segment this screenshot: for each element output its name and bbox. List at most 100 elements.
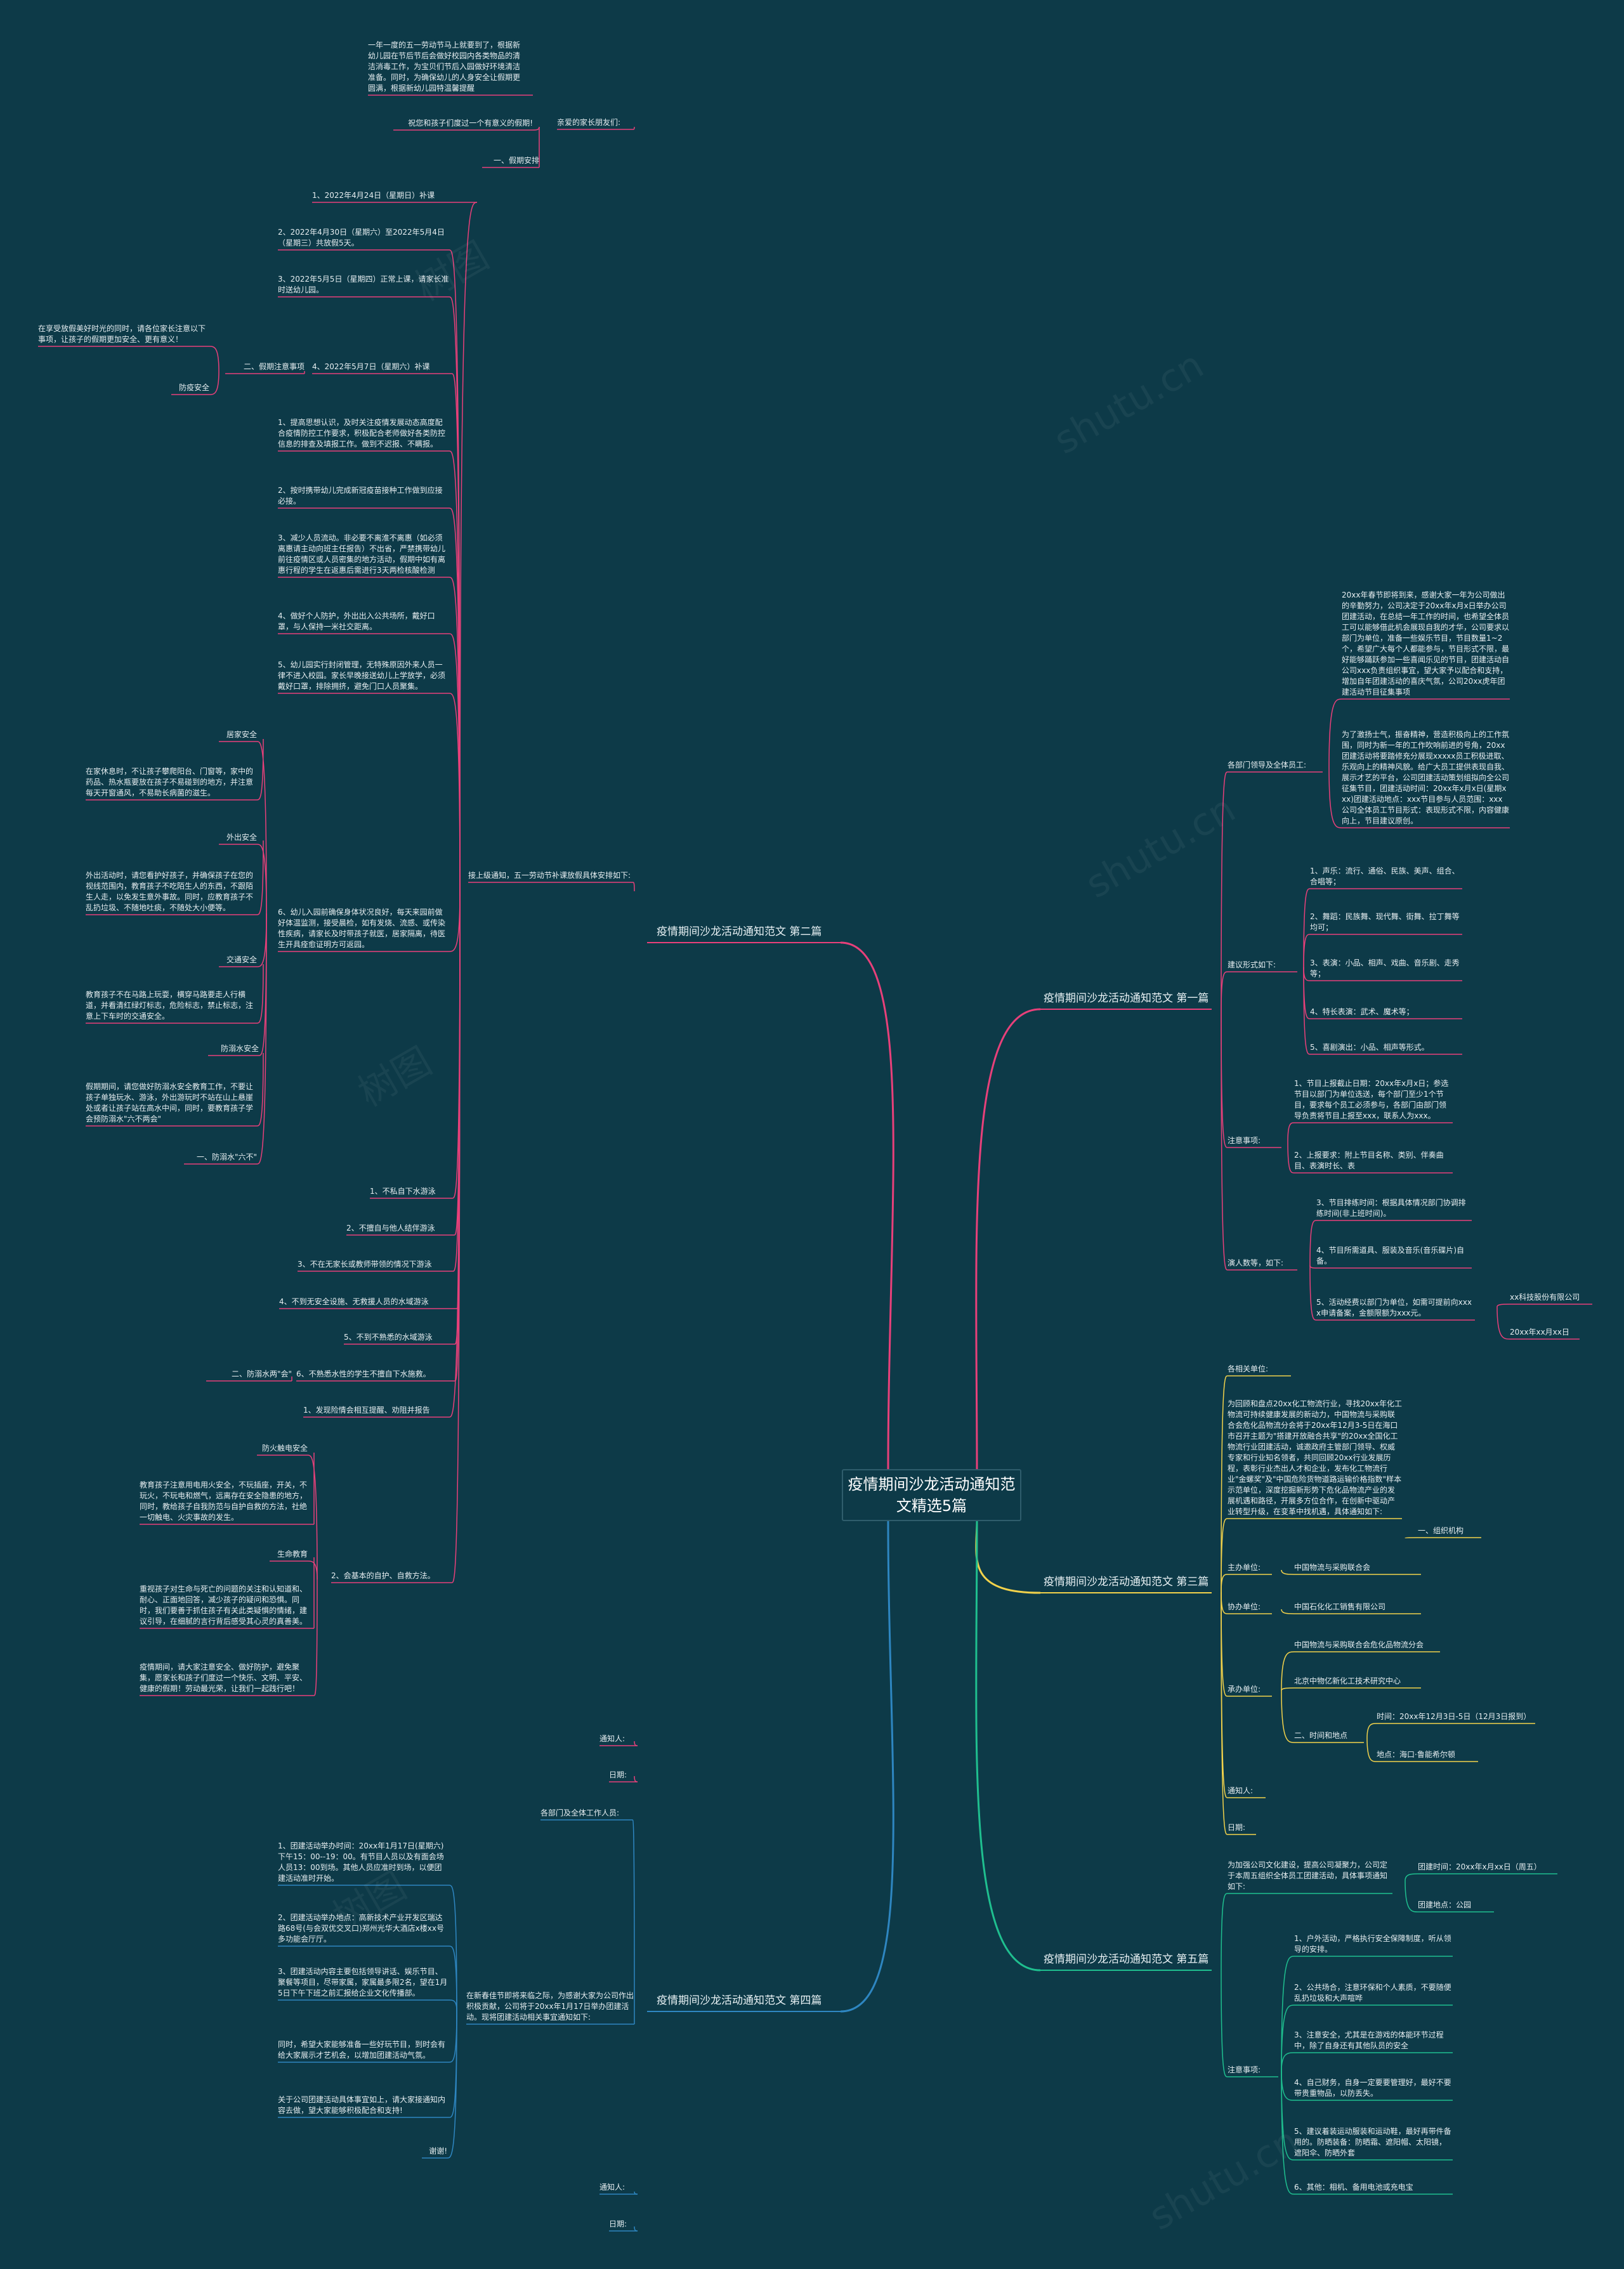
- topic-node[interactable]: 中国物流与采购联合会: [1294, 1563, 1371, 1572]
- topic-node[interactable]: 5、喜剧演出：小品、相声等形式。: [1310, 1043, 1429, 1052]
- topic-node[interactable]: 为加强公司文化建设，提高公司凝聚力，公司定于本周五组织全体员工团建活动，具体事项…: [1228, 1860, 1388, 1891]
- topic-node[interactable]: 在家休息时，不让孩子攀爬阳台、门窗等，家中的药品、热水瓶要放在孩子不易碰到的地方…: [86, 767, 254, 797]
- topic-node[interactable]: 通知人:: [1228, 1786, 1254, 1795]
- topic-node[interactable]: 亲爱的家长朋友们:: [557, 118, 621, 127]
- topic-node[interactable]: 外出活动时，请您看护好孩子，并确保孩子在您的视线范围内，教育孩子不吃陌生人的东西…: [86, 871, 254, 912]
- topic-node[interactable]: 5、建议着装运动服装和运动鞋，最好再带件备用的。防晒装备：防晒霜、遮阳帽、太阳镜…: [1294, 2127, 1451, 2157]
- topic-node[interactable]: 为回顾和盘点20xx化工物流行业，寻找20xx年化工物流可持续健康发展的新动力，…: [1228, 1399, 1402, 1516]
- topic-node[interactable]: 关于公司团建活动具体事宜如上，请大家接通知内容去做，望大家能够积极配合和支持!: [278, 2095, 446, 2115]
- topic-node[interactable]: 一、组织机构: [1418, 1526, 1464, 1535]
- topic-node[interactable]: 3、不在无家长或教师带领的情况下游泳: [298, 1260, 432, 1269]
- topic-node[interactable]: 主办单位:: [1228, 1563, 1261, 1572]
- topic-node[interactable]: 生命教育: [277, 1550, 308, 1559]
- topic-node[interactable]: 一、防溺水"六不": [196, 1153, 257, 1161]
- topic-node[interactable]: 1、发现险情会相互提醒、劝阻并报告: [303, 1406, 430, 1415]
- topic-node[interactable]: 1、不私自下水游泳: [370, 1187, 436, 1196]
- topic-node[interactable]: 在新春佳节即将来临之际，为感谢大家为公司作出积极贡献，公司将于20xx年1月17…: [466, 1991, 634, 2022]
- topic-node[interactable]: 2、不擅自与他人结伴游泳: [346, 1224, 435, 1233]
- topic-node[interactable]: 二、时间和地点: [1294, 1731, 1348, 1740]
- topic-node[interactable]: 同时，希望大家能够准备一些好玩节目，到时会有给大家展示才艺机会，以增加团建活动气…: [278, 2040, 446, 2060]
- topic-node[interactable]: 4、2022年5月7日（星期六）补课: [312, 362, 430, 371]
- topic-node[interactable]: 建议形式如下:: [1228, 960, 1276, 969]
- central-topic[interactable]: 疫情期间沙龙活动通知范 文精选5篇: [842, 1469, 1021, 1521]
- topic-node[interactable]: 防火触电安全: [261, 1444, 308, 1453]
- topic-node[interactable]: 疫情期间，请大家注意安全、做好防护，避免聚集，愿家长和孩子们度过一个快乐、文明、…: [140, 1663, 308, 1693]
- topic-node[interactable]: 北京中物亿新化工技术研究中心: [1294, 1677, 1401, 1685]
- topic-node[interactable]: 防溺水安全: [220, 1044, 259, 1053]
- topic-node[interactable]: 中国石化化工销售有限公司: [1294, 1602, 1386, 1611]
- topic-node[interactable]: 2、公共场合，注意环保和个人素质，不要随便乱扔垃圾和大声喧哗: [1294, 1983, 1451, 2003]
- topic-node[interactable]: 接上级通知，五一劳动节补课放假具体安排如下:: [468, 871, 631, 880]
- topic-node[interactable]: 4、特长表演：武术、魔术等；: [1310, 1007, 1414, 1016]
- topic-node[interactable]: 时间：20xx年12月3日-5日（12月3日报到）: [1377, 1712, 1531, 1721]
- topic-node[interactable]: 重视孩子对生命与死亡的问题的关注和认知道和、耐心、正面地回答，减少孩子的疑问和恐…: [140, 1585, 308, 1626]
- topic-node[interactable]: 2、会基本的自护、自救方法。: [331, 1571, 435, 1580]
- topic-node[interactable]: 1、声乐：流行、通俗、民族、美声、组合、合唱等；: [1310, 866, 1460, 886]
- topic-node[interactable]: 假期期间，请您做好防溺水安全教育工作，不要让孩子单独玩水、游泳，外出游玩时不站在…: [86, 1082, 254, 1123]
- topic-node[interactable]: 承办单位:: [1228, 1685, 1261, 1694]
- topic-node[interactable]: 2、2022年4月30日（星期六）至2022年5月4日（星期三）共放假5天。: [278, 228, 445, 247]
- topic-node[interactable]: 演人数等，如下:: [1228, 1259, 1284, 1267]
- topic-node[interactable]: 团建时间：20xx年x月xx日（周五）: [1418, 1862, 1542, 1871]
- topic-node[interactable]: 1、户外活动，严格执行安全保障制度，听从领导的安排。: [1294, 1934, 1451, 1954]
- topic-node[interactable]: 祝您和孩子们度过一个有意义的假期!: [408, 119, 533, 128]
- topic-node[interactable]: 团建地点：公园: [1418, 1900, 1472, 1909]
- topic-node[interactable]: 20xx年xx月xx日: [1510, 1328, 1569, 1337]
- topic-node[interactable]: 在享受放假美好时光的同时，请各位家长注意以下事项，让孩子的假期更加安全、更有意义…: [38, 324, 206, 344]
- topic-node[interactable]: xx科技股份有限公司: [1510, 1293, 1580, 1302]
- topic-node[interactable]: 4、自己财务，自身一定要要管理好，最好不要带贵重物品，以防丢失。: [1294, 2078, 1451, 2098]
- topic-node[interactable]: 注意事项:: [1228, 2065, 1261, 2074]
- topic-node[interactable]: 1、团建活动举办时间：20xx年1月17日(星期六)下午15：00--19：00…: [278, 1841, 444, 1883]
- topic-node[interactable]: 3、团建活动内容主要包括领导讲话、娱乐节目、聚餐等项目，尽带家属，家属最多限2名…: [278, 1967, 448, 1998]
- topic-node[interactable]: 各部门领导及全体员工:: [1228, 761, 1307, 769]
- topic-node[interactable]: 交通安全: [226, 955, 257, 964]
- topic-node[interactable]: 3、表演：小品、相声、戏曲、音乐剧、走秀等；: [1310, 958, 1460, 978]
- topic-node[interactable]: 4、不到无安全设施、无救援人员的水域游泳: [279, 1297, 429, 1306]
- topic-node[interactable]: 1、2022年4月24日（星期日）补课: [312, 191, 435, 200]
- topic-node[interactable]: 中国物流与采购联合会危化品物流分会: [1294, 1640, 1424, 1649]
- topic-node[interactable]: 通知人:: [599, 1734, 625, 1743]
- topic-node[interactable]: 3、2022年5月5日（星期四）正常上课，请家长准时送幼儿园。: [278, 275, 449, 294]
- topic-node[interactable]: 4、做好个人防护，外出出入公共场所，戴好口罩，与人保持一米社交距离。: [278, 611, 435, 631]
- topic-node[interactable]: 日期:: [609, 1770, 627, 1779]
- topic-node[interactable]: 地点：海口·鲁能希尔顿: [1377, 1750, 1455, 1759]
- topic-node[interactable]: 3、注意安全，尤其是在游戏的体能环节过程中，除了自身还有其他队员的安全: [1294, 2030, 1444, 2050]
- topic-node[interactable]: 日期:: [609, 2220, 627, 2228]
- topic-node[interactable]: 6、不熟悉水性的学生不擅自下水施救。: [296, 1370, 431, 1378]
- topic-node[interactable]: 2、舞蹈：民族舞、现代舞、街舞、拉丁舞等均可；: [1310, 912, 1460, 932]
- topic-node[interactable]: 各相关单位:: [1228, 1364, 1269, 1373]
- topic-node[interactable]: 注意事项:: [1228, 1136, 1261, 1145]
- topic-node[interactable]: 3、减少人员流动。非必要不离淮不离惠（如必须离惠请主动向班主任报告）不出省，严禁…: [278, 533, 446, 575]
- topic-node[interactable]: 2、按时携带幼儿完成新冠疫苗接种工作做到应接必接。: [278, 486, 443, 506]
- topic-node[interactable]: 一、假期安排: [493, 156, 539, 165]
- topic-node[interactable]: 5、活动经费以部门为单位，如需可提前向xxxx申请备案，金额限额为xxx元。: [1316, 1298, 1472, 1318]
- topic-node[interactable]: 2、上报要求：附上节目名称、类别、伴奏曲目、表演时长、表: [1294, 1151, 1444, 1170]
- topic-node[interactable]: 居家安全: [226, 730, 257, 739]
- topic-node[interactable]: 6、幼儿入园前确保身体状况良好，每天来园前做好体温监测，接受晨检，如有发烧、流感…: [278, 908, 446, 949]
- topic-node[interactable]: 二、防溺水两"会": [231, 1370, 292, 1378]
- branch-topic-4[interactable]: 疫情期间沙龙活动通知范文 第四篇: [657, 1994, 822, 2007]
- topic-node[interactable]: 一年一度的五一劳动节马上就要到了，根据新幼儿园在节后节后会做好校园内各类物品的清…: [368, 41, 521, 93]
- branch-topic-1[interactable]: 疫情期间沙龙活动通知范文 第二篇: [657, 925, 822, 938]
- topic-node[interactable]: 日期:: [1228, 1823, 1246, 1832]
- topic-node[interactable]: 6、其他：相机、备用电池或充电宝: [1294, 2183, 1413, 2192]
- topic-node[interactable]: 通知人:: [599, 2183, 625, 2192]
- topic-node[interactable]: 20xx年春节即将到来，感谢大家一年为公司做出的辛勤努力，公司决定于20xx年x…: [1342, 591, 1510, 696]
- topic-node[interactable]: 4、节目所需道具、服装及音乐(音乐碟片)自备。: [1316, 1246, 1464, 1265]
- branch-topic-2[interactable]: 疫情期间沙龙活动通知范文 第一篇: [1044, 992, 1209, 1005]
- topic-node[interactable]: 5、幼儿园实行封闭管理，无特殊原因外来人员一律不进入校园。家长早晚接送幼儿上学放…: [278, 660, 446, 691]
- topic-node[interactable]: 3、节目排练时间：根据具体情况部门协调排练时间(非上班时间)。: [1316, 1198, 1466, 1218]
- topic-node[interactable]: 防疫安全: [178, 383, 209, 392]
- topic-node[interactable]: 各部门及全体工作人员:: [540, 1808, 620, 1817]
- topic-node[interactable]: 1、提高思想认识，及时关注疫情发展动态高度配合疫情防控工作要求，积极配合老师做好…: [278, 418, 446, 448]
- topic-node[interactable]: 2、团建活动举办地点：高新技术产业开发区瑞达路68号(与会双优交叉口)郑州光华大…: [278, 1913, 444, 1944]
- topic-node[interactable]: 教育孩子不在马路上玩耍，横穿马路要走人行横道，并看清红绿灯标志，危险标志，禁止标…: [86, 990, 254, 1021]
- branch-topic-5[interactable]: 疫情期间沙龙活动通知范文 第五篇: [1044, 1953, 1209, 1966]
- topic-node[interactable]: 二、假期注意事项: [243, 362, 304, 371]
- topic-node[interactable]: 为了激扬士气，振奋精神，营造积极向上的工作氛围，同时为新一年的工作吹响前进的号角…: [1342, 730, 1510, 825]
- branch-topic-3[interactable]: 疫情期间沙龙活动通知范文 第三篇: [1044, 1576, 1209, 1588]
- topic-node[interactable]: 外出安全: [226, 833, 257, 842]
- topic-node[interactable]: 1、节目上报截止日期：20xx年x月x日；参选节目以部门为单位选送，每个部门至少…: [1294, 1079, 1449, 1120]
- topic-node[interactable]: 协办单位:: [1228, 1602, 1261, 1611]
- topic-node[interactable]: 教育孩子注意用电用火安全，不玩插座，开关，不玩火，不玩电和燃气，远离存在安全隐患…: [140, 1481, 308, 1522]
